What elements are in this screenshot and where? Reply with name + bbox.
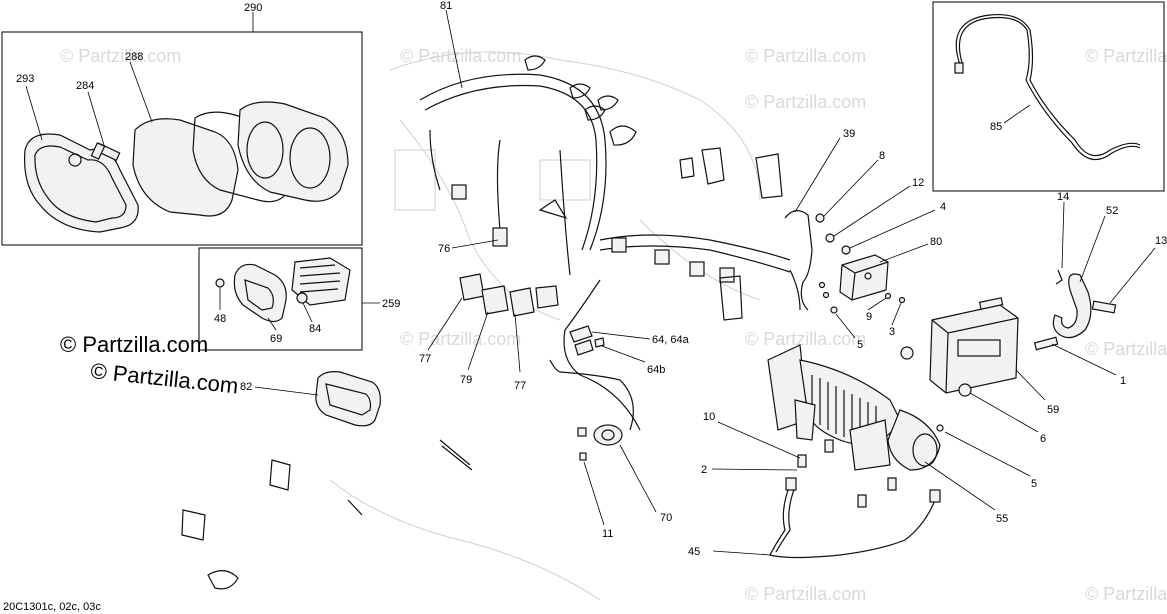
drawing-code: 20C1301c, 02c, 03c [3, 601, 101, 613]
part-brackets-left [181, 439, 473, 590]
label-69: 69 [270, 333, 282, 345]
label-12: 12 [912, 177, 924, 189]
watermark: © Partzilla.com [400, 46, 521, 66]
part-8-bolt [815, 213, 825, 223]
watermark: © Partzilla.com [1085, 46, 1167, 66]
watermark: © Partzilla.com [745, 46, 866, 66]
label-39: 39 [843, 128, 855, 140]
part-4-nut [841, 245, 851, 255]
label-6: 6 [1040, 433, 1046, 445]
label-55: 55 [996, 513, 1008, 525]
label-79: 79 [460, 374, 472, 386]
box-85 [932, 1, 1165, 192]
part-12-washer [825, 233, 835, 243]
part-69-frame [233, 263, 287, 323]
label-5b: 5 [1031, 478, 1037, 490]
label-4: 4 [940, 201, 946, 213]
label-1: 1 [1120, 375, 1126, 387]
label-48: 48 [214, 313, 226, 325]
part-52-hook [1052, 273, 1092, 339]
label-45: 45 [688, 546, 700, 558]
label-288: 288 [125, 51, 143, 63]
part-84-nut [296, 292, 308, 304]
part-5-washer [936, 424, 944, 432]
part-64-connector [569, 325, 605, 356]
label-84: 84 [309, 323, 321, 335]
part-77-switch-b [509, 285, 559, 317]
part-79-switch [481, 285, 509, 315]
label-8: 8 [879, 150, 885, 162]
watermark: © Partzilla.com [1085, 584, 1167, 604]
label-11: 11 [602, 528, 613, 540]
watermark: © Partzilla.com [745, 329, 866, 349]
part-cluster-module [291, 257, 351, 306]
label-59: 59 [1047, 404, 1059, 416]
part-81-harness [419, 73, 801, 431]
part-1-bolt [1033, 336, 1059, 351]
watermark: © Partzilla.com [745, 584, 866, 604]
label-82: 82 [240, 381, 252, 393]
part-10-bolts [797, 439, 897, 508]
part-293-bezel [23, 133, 139, 233]
part-48-nut [215, 278, 225, 288]
label-77a: 77 [419, 353, 431, 365]
label-284: 284 [76, 80, 94, 92]
part-cluster-housing [237, 101, 349, 202]
part-45-cable [769, 477, 941, 559]
watermark: © Partzilla.com [1085, 339, 1167, 359]
label-5a: 5 [857, 339, 863, 351]
part-85-cable [954, 13, 1141, 161]
label-64b: 64b [647, 364, 665, 376]
label-85: 85 [990, 121, 1002, 133]
label-9: 9 [866, 311, 872, 323]
watermark-layer: © Partzilla.com © Partzilla.com © Partzi… [60, 46, 1167, 604]
label-3: 3 [889, 326, 895, 338]
part-6-nut [900, 346, 972, 397]
label-77b: 77 [514, 380, 526, 392]
label-10: 10 [703, 411, 715, 423]
part-59-fairlead [929, 297, 1019, 394]
label-64-64a: 64, 64a [652, 334, 690, 346]
watermark: © Partzilla.com [400, 329, 521, 349]
part-70-sensor [549, 359, 634, 461]
label-76: 76 [438, 243, 450, 255]
watermark: © Partzilla.com [60, 46, 181, 66]
part-82-bezel [315, 371, 381, 427]
part-fasteners-80 [818, 281, 906, 314]
part-288-lens [132, 118, 239, 217]
ghost-background [329, 51, 761, 601]
part-77-switch-a [459, 273, 485, 301]
watermark-dark: © Partzilla.com [89, 358, 239, 398]
part-winch [767, 344, 941, 471]
box-290 [1, 31, 363, 246]
watermark: © Partzilla.com [745, 92, 866, 112]
part-80-contactor [839, 254, 889, 301]
label-14: 14 [1057, 191, 1069, 203]
part-13-bolt [1091, 300, 1117, 314]
label-80: 80 [930, 236, 942, 248]
label-290: 290 [244, 2, 262, 14]
part-284-screw [90, 142, 121, 162]
label-2: 2 [701, 464, 707, 476]
label-52: 52 [1106, 205, 1118, 217]
label-293: 293 [16, 73, 34, 85]
label-70: 70 [660, 512, 672, 524]
box-259 [198, 247, 363, 351]
watermark-dark: © Partzilla.com [60, 332, 208, 357]
label-259: 259 [382, 298, 400, 310]
part-14-pin [1055, 269, 1063, 285]
part-clips-top [524, 55, 783, 321]
part-39-cable [784, 210, 813, 311]
label-81: 81 [440, 0, 452, 12]
label-13: 13 [1155, 235, 1167, 247]
